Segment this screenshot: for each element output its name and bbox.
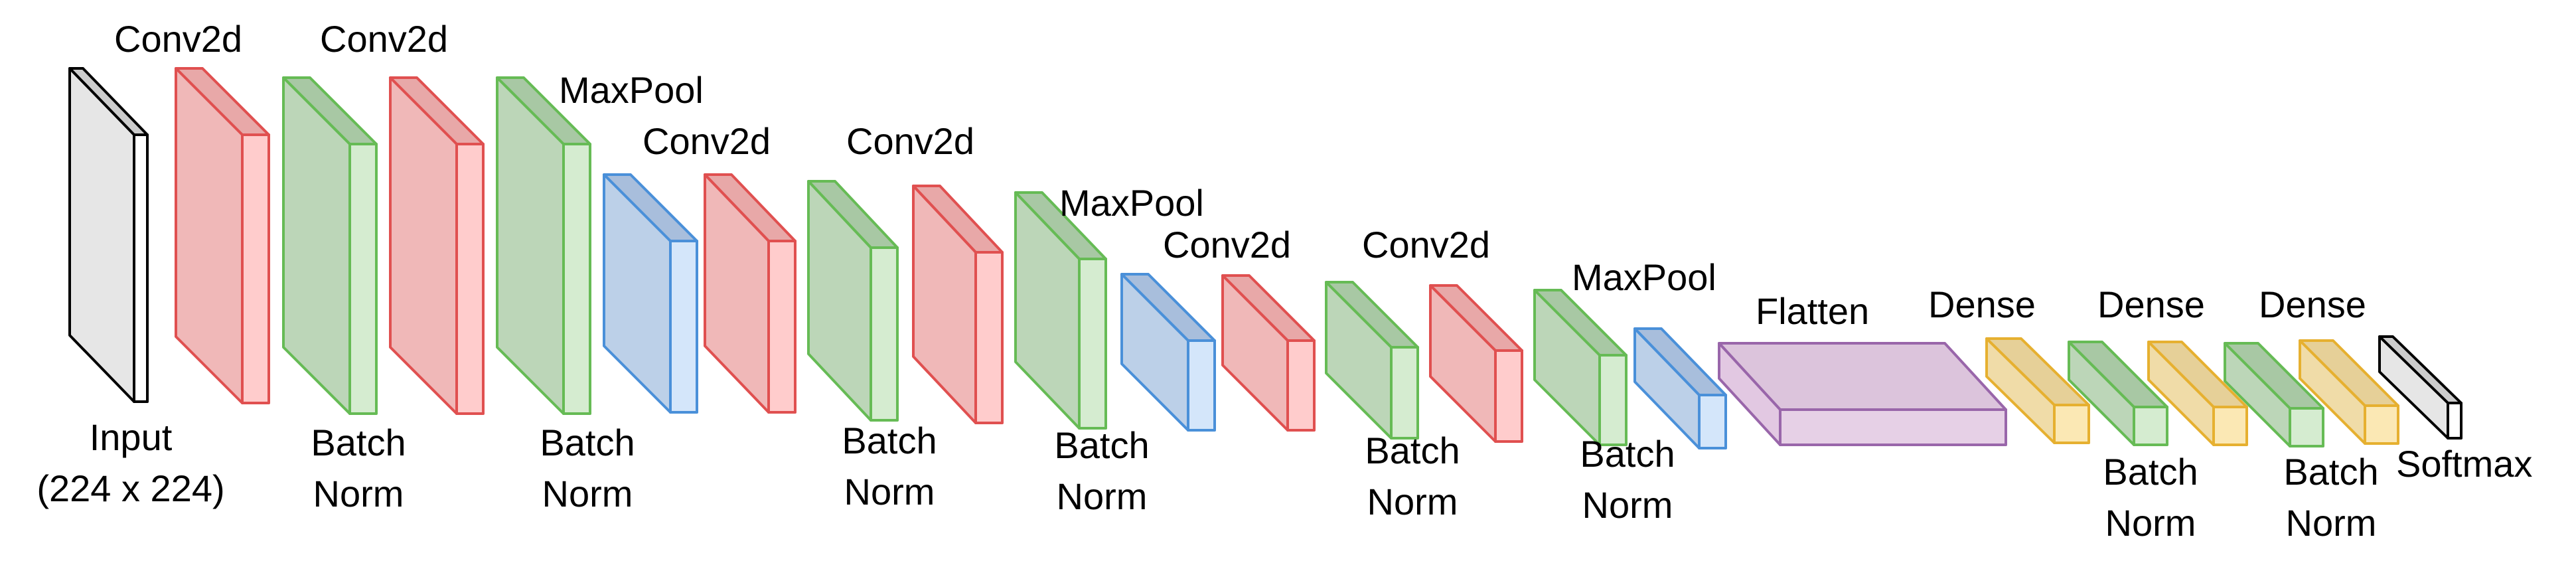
block-input	[68, 67, 149, 403]
block-conv2d-2	[389, 76, 485, 415]
block-conv2d-1	[175, 67, 270, 404]
label-maxpool-1: MaxPool	[559, 69, 704, 111]
label-batchnorm-4-line1: Batch	[1054, 424, 1149, 466]
label-conv2d-3: Conv2d	[643, 120, 771, 162]
label-input-line2: (224 x 224)	[37, 467, 224, 509]
label-conv2d-1: Conv2d	[114, 18, 242, 60]
label-batchnorm-5-line1: Batch	[1365, 430, 1460, 471]
block-batchnorm-2	[496, 76, 591, 415]
block-batchnorm-5	[1325, 281, 1419, 440]
label-softmax: Softmax	[2396, 443, 2532, 485]
block-batchnorm-4	[1014, 191, 1107, 430]
label-batchnorm-6-line2: Norm	[1582, 484, 1673, 526]
label-conv2d-2: Conv2d	[320, 18, 448, 60]
block-batchnorm-1	[282, 76, 378, 415]
block-dense-2	[2147, 341, 2248, 446]
label-batchnorm-1-line2: Norm	[313, 473, 404, 515]
label-conv2d-5: Conv2d	[1163, 224, 1291, 266]
block-maxpool-3	[1633, 327, 1727, 449]
label-batchnorm-4-line2: Norm	[1057, 475, 1148, 517]
label-flatten: Flatten	[1756, 290, 1869, 332]
label-conv2d-4: Conv2d	[846, 120, 974, 162]
label-input-line1: Input	[90, 416, 173, 458]
label-batchnorm-5-line2: Norm	[1367, 481, 1458, 523]
label-maxpool-2: MaxPool	[1059, 182, 1204, 224]
block-softmax	[2378, 335, 2462, 440]
label-batchnorm-3-line1: Batch	[842, 420, 937, 461]
label-batchnorm-6-line1: Batch	[1580, 433, 1675, 475]
label-batchnorm-2-line2: Norm	[542, 473, 633, 515]
block-maxpool-2	[1120, 273, 1216, 432]
label-dense-3: Dense	[2259, 283, 2366, 325]
label-batchnorm-7-line2: Norm	[2105, 502, 2196, 544]
block-flatten	[1718, 342, 2007, 446]
label-maxpool-3: MaxPool	[1572, 256, 1716, 298]
block-batchnorm-8	[2224, 342, 2324, 447]
block-dense-1	[1985, 337, 2090, 444]
label-dense-2: Dense	[2097, 283, 2205, 325]
label-batchnorm-8-line2: Norm	[2286, 502, 2377, 544]
label-batchnorm-7-line1: Batch	[2103, 451, 2198, 493]
block-conv2d-5	[1221, 274, 1316, 432]
block-batchnorm-3	[807, 180, 899, 422]
block-batchnorm-6	[1533, 289, 1628, 446]
block-batchnorm-7	[2068, 341, 2168, 446]
block-conv2d-3	[704, 173, 796, 414]
label-conv2d-6: Conv2d	[1362, 224, 1490, 266]
label-dense-1: Dense	[1928, 283, 2036, 325]
block-conv2d-4	[912, 185, 1004, 424]
block-maxpool-1	[603, 173, 698, 414]
label-batchnorm-3-line2: Norm	[844, 471, 935, 513]
block-conv2d-6	[1429, 284, 1523, 443]
label-batchnorm-8-line1: Batch	[2283, 451, 2378, 493]
label-batchnorm-1-line1: Batch	[311, 422, 406, 463]
block-dense-3	[2299, 339, 2399, 445]
label-batchnorm-2-line1: Batch	[540, 422, 635, 463]
